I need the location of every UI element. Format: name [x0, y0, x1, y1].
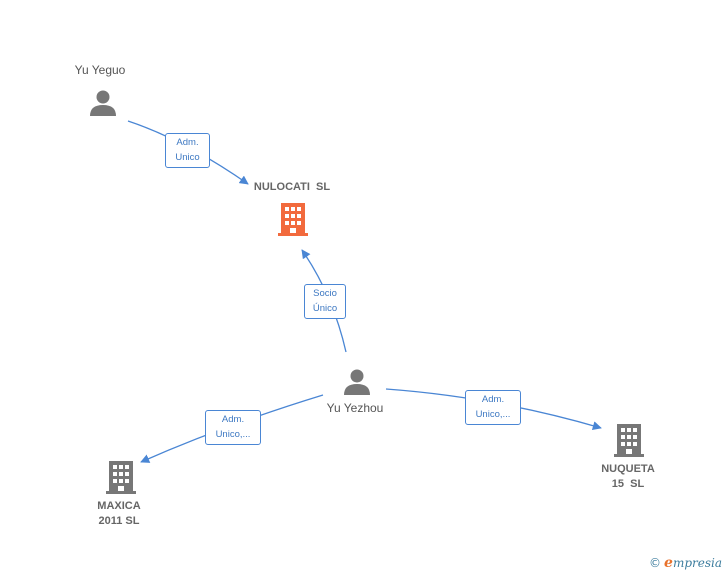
copyright-icon: © [649, 556, 662, 570]
edge-label-line1: Adm. [221, 414, 245, 425]
edge-label-yezhou-nuqueta[interactable]: Adm. Unico,... [465, 390, 521, 425]
edge-label-line1: Socio [313, 288, 337, 299]
brand-name: mpresia [672, 556, 722, 570]
edge-label-yezhou-nulocati[interactable]: Socio Único [304, 284, 346, 319]
edge-label-yeguo-nulocati[interactable]: Adm. Unico [165, 133, 210, 168]
node-label-yu-yezhou: Yu Yezhou [326, 401, 384, 415]
edge-label-line2: Unico,... [215, 429, 251, 440]
edge-label-line2: Unico,... [475, 409, 511, 420]
edge-label-line1: Adm. [481, 394, 505, 405]
edge-label-line2: Unico [175, 152, 200, 163]
building-icon-main[interactable] [276, 201, 310, 237]
node-label-nulocati: NULOCATI SL [253, 181, 331, 193]
edge-label-yezhou-maxica[interactable]: Adm. Unico,... [205, 410, 261, 445]
person-icon[interactable] [88, 88, 118, 118]
edge-label-line2: Único [312, 303, 338, 314]
node-label-nuqueta: NUQUETA 15 SL [601, 463, 655, 490]
person-icon[interactable] [342, 367, 372, 397]
brand-initial: e [664, 555, 673, 571]
node-label-maxica: MAXICA 2011 SL [97, 500, 141, 527]
edge-label-line1: Adm. [176, 137, 199, 148]
empresia-logo: ©empresia [649, 555, 722, 571]
building-icon[interactable] [612, 422, 646, 458]
building-icon[interactable] [104, 459, 138, 495]
node-label-yu-yeguo: Yu Yeguo [74, 63, 126, 77]
